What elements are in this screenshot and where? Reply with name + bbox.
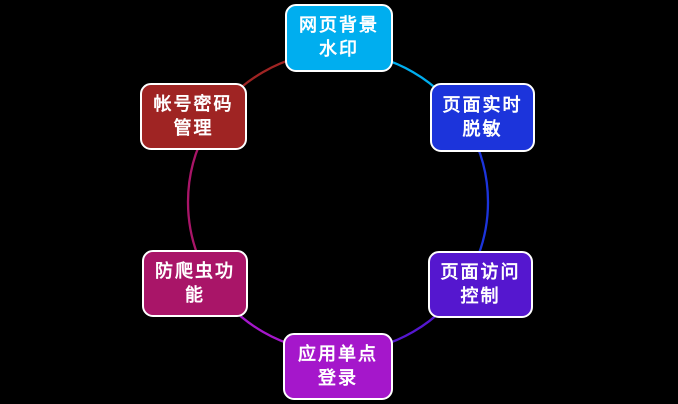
node-label-line: 防爬虫功 — [155, 260, 235, 282]
node-label-line: 登录 — [318, 367, 358, 389]
cycle-node-app-sso: 应用单点 登录 — [283, 333, 393, 400]
node-label-line: 页面访问 — [440, 261, 521, 283]
cycle-node-account-password: 帐号密码 管理 — [140, 83, 247, 150]
node-label-line: 控制 — [460, 285, 501, 307]
node-label-line: 网页背景 — [299, 15, 379, 36]
cycle-node-page-access-control: 页面访问 控制 — [428, 251, 533, 318]
cycle-node-anti-crawler: 防爬虫功 能 — [142, 250, 248, 317]
node-label-line: 脱敏 — [462, 118, 503, 140]
cycle-node-realtime-masking: 页面实时 脱敏 — [430, 83, 535, 152]
node-label-line: 能 — [185, 284, 205, 306]
node-label-line: 管理 — [173, 117, 214, 139]
node-label-line: 水印 — [319, 39, 359, 60]
cycle-node-web-watermark: 网页背景 水印 — [285, 4, 393, 72]
node-label-line: 帐号密码 — [153, 93, 234, 115]
node-label-line: 应用单点 — [298, 343, 378, 365]
node-label-line: 页面实时 — [442, 94, 523, 116]
